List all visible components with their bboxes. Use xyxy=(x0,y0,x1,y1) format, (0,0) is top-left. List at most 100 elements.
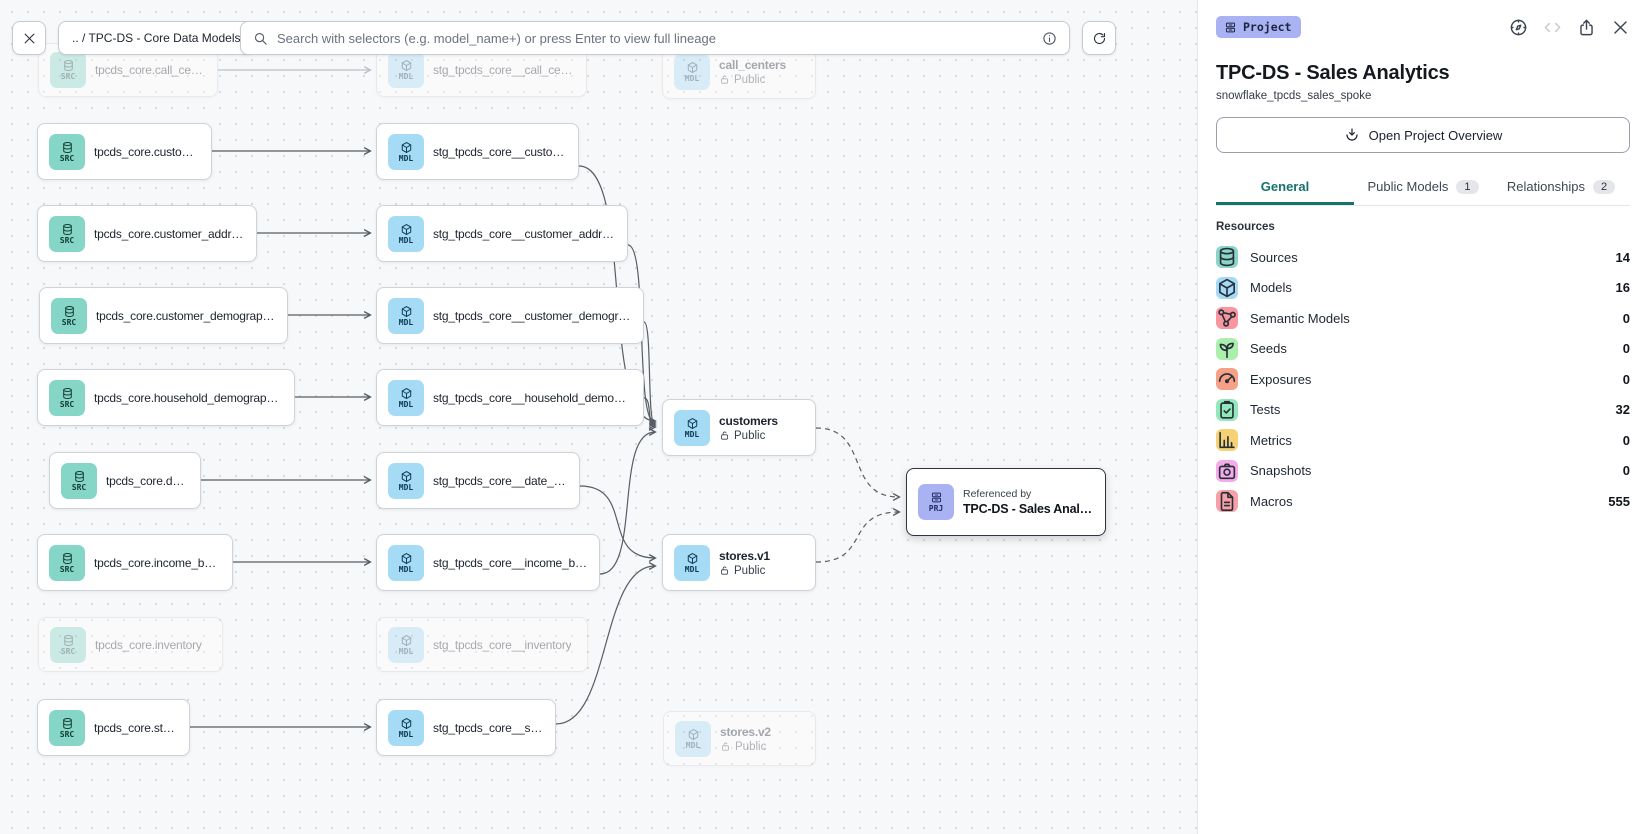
node-type-label: SRC xyxy=(60,646,76,656)
mdl-badge: MDL xyxy=(388,297,424,334)
resources-heading: Resources xyxy=(1216,221,1275,233)
refresh-button[interactable] xyxy=(1082,21,1116,55)
resource-count: 555 xyxy=(1608,493,1630,509)
node-type-label: MDL xyxy=(684,429,700,439)
node-type-label: MDL xyxy=(398,317,414,327)
resource-label: Models xyxy=(1250,280,1292,296)
node-label: tpcds_core.customer xyxy=(94,144,200,159)
lineage-node-date-dim-src[interactable]: SRC tpcds_core.date_dim xyxy=(49,452,201,509)
cube-icon xyxy=(400,634,413,647)
cube-icon xyxy=(686,417,699,430)
cube-icon xyxy=(400,305,413,318)
resource-label: Semantic Models xyxy=(1250,310,1350,326)
lineage-edge xyxy=(643,397,657,431)
node-referenced-by: Referenced by xyxy=(963,488,1032,500)
resource-count: 0 xyxy=(1622,341,1630,357)
tab-count-badge: 1 xyxy=(1456,179,1479,194)
lineage-node-household-demographics-stg[interactable]: MDL stg_tpcds_core__household_demogr… xyxy=(376,369,644,426)
src-badge: SRC xyxy=(49,215,85,252)
node-label: stg_tpcds_core__date_dim xyxy=(433,473,568,488)
close-panel-icon[interactable] xyxy=(1611,18,1630,37)
search-bar[interactable] xyxy=(240,21,1070,55)
lineage-node-date-dim-stg[interactable]: MDL stg_tpcds_core__date_dim xyxy=(376,452,580,509)
lineage-edge xyxy=(815,508,901,563)
mdl-badge: MDL xyxy=(388,709,424,746)
breadcrumb[interactable]: .. / TPC-DS - Core Data Models xyxy=(58,21,255,55)
node-label: stg_tpcds_core__customer_demogra… xyxy=(433,308,632,323)
project-type-badge: Project xyxy=(1216,16,1302,38)
metric-icon xyxy=(1216,429,1238,452)
mdl-badge: MDL xyxy=(388,52,424,88)
tab-label: General xyxy=(1260,179,1310,194)
node-type-label: MDL xyxy=(398,153,414,163)
node-label: stg_tpcds_core__household_demogr… xyxy=(433,390,632,405)
node-label: tpcds_core.income_band xyxy=(94,555,221,570)
node-type-label: SRC xyxy=(59,235,75,245)
macro-icon xyxy=(1216,490,1238,513)
database-icon xyxy=(1216,246,1238,269)
cube-icon xyxy=(1216,276,1238,299)
compass-icon[interactable] xyxy=(1509,18,1528,37)
info-icon[interactable] xyxy=(1042,31,1057,46)
tab-count-badge: 2 xyxy=(1592,179,1616,194)
resource-count: 0 xyxy=(1622,371,1630,387)
code-icon[interactable] xyxy=(1543,18,1562,37)
resource-row-exposures: Exposures 0 xyxy=(1216,364,1630,395)
node-type-label: MDL xyxy=(398,482,414,492)
tab-general[interactable]: General xyxy=(1216,170,1354,205)
node-type-label: MDL xyxy=(685,740,701,750)
cube-icon xyxy=(400,470,413,483)
cube-icon xyxy=(686,552,699,565)
src-badge: SRC xyxy=(49,133,85,170)
lock-open-icon xyxy=(719,74,730,85)
open-project-overview-label: Open Project Overview xyxy=(1368,127,1503,143)
mdl-badge: MDL xyxy=(674,544,710,581)
node-label: tpcds_core.date_dim xyxy=(106,473,189,488)
cube-icon xyxy=(687,728,700,741)
src-badge: SRC xyxy=(51,297,87,334)
search-input[interactable] xyxy=(277,30,1033,46)
snapshot-icon xyxy=(1216,459,1238,482)
open-project-overview-button[interactable]: Open Project Overview xyxy=(1216,117,1630,153)
database-icon xyxy=(62,634,75,647)
node-label: stg_tpcds_core__inventory xyxy=(433,637,572,652)
node-label: customers xyxy=(719,413,778,428)
node-access-label: Public xyxy=(734,564,766,577)
node-label: tpcds_core.household_demographics xyxy=(94,390,283,405)
lineage-node-customer-demographics-stg[interactable]: MDL stg_tpcds_core__customer_demogra… xyxy=(376,287,644,344)
share-icon[interactable] xyxy=(1577,18,1596,37)
resource-label: Tests xyxy=(1250,402,1281,418)
node-type-label: MDL xyxy=(398,564,414,574)
resource-count: 32 xyxy=(1615,402,1630,418)
close-lineage-button[interactable] xyxy=(12,21,46,55)
lineage-node-customer-src[interactable]: SRC tpcds_core.customer xyxy=(37,123,212,180)
node-label: call_centers xyxy=(719,57,786,72)
resource-label: Exposures xyxy=(1250,371,1312,387)
close-icon xyxy=(22,31,37,46)
project-subtitle: snowflake_tpcds_sales_spoke xyxy=(1216,90,1372,102)
node-type-label: MDL xyxy=(398,399,414,409)
lineage-edge xyxy=(643,321,657,429)
src-badge: SRC xyxy=(61,462,97,499)
